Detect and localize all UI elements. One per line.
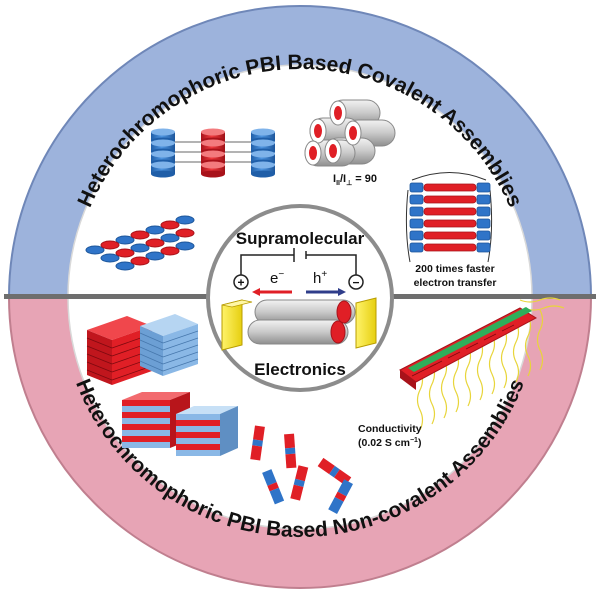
hole-arrow-head xyxy=(338,288,346,296)
alternating-stack-right xyxy=(176,406,238,456)
blue-cylinder-stack-right xyxy=(251,128,275,178)
device-tube-end-front xyxy=(330,320,346,344)
blue-lamellar-block xyxy=(139,314,199,376)
tube-bundle xyxy=(304,99,396,167)
rod-2 xyxy=(284,433,297,469)
conductivity-line1: Conductivity xyxy=(358,423,422,435)
conductivity-superscript: −1 xyxy=(410,437,418,444)
positive-terminal xyxy=(233,274,249,290)
green-stripe xyxy=(408,307,532,372)
yellow-alkyl-chains xyxy=(416,297,565,431)
left-electrode xyxy=(221,299,243,351)
ladder-assembly xyxy=(405,172,493,263)
positive-sign: + xyxy=(237,276,244,290)
rod-4 xyxy=(290,465,309,501)
rod-3 xyxy=(262,469,285,505)
center-title-top: Supramolecular xyxy=(236,229,365,248)
ratio-sub2: ⊥ xyxy=(346,179,352,187)
left-electrode-top xyxy=(221,299,253,308)
tape-ticks xyxy=(411,324,515,377)
scattered-rods xyxy=(250,425,353,515)
ratio-mid: /I xyxy=(340,173,346,185)
rod-1 xyxy=(250,425,265,461)
electron-superscript: − xyxy=(278,269,284,280)
electron-transfer-line1: 200 times faster xyxy=(415,263,494,275)
checkerboard-disk-array xyxy=(85,215,195,271)
ratio-sub1: II xyxy=(336,180,340,187)
conductivity-close: ) xyxy=(418,437,422,449)
tape-assembly xyxy=(399,297,565,431)
negative-sign: − xyxy=(352,276,359,290)
device-tube-end-back xyxy=(336,300,352,324)
circuit-wire xyxy=(240,254,357,282)
ratio-value: = 90 xyxy=(352,173,377,185)
alternating-stacks xyxy=(122,392,238,456)
hole-superscript: + xyxy=(321,269,327,280)
ratio-prefix: I xyxy=(333,173,336,185)
center-title-bottom: Electronics xyxy=(254,360,346,379)
covalent-cylinder-stacks xyxy=(151,128,275,178)
device-tube-front xyxy=(247,319,349,345)
hole-symbol: h xyxy=(313,270,321,287)
electron-arrow-head xyxy=(252,288,260,296)
red-cylinder-stack-middle xyxy=(201,128,225,178)
right-electrode xyxy=(355,297,377,349)
negative-terminal xyxy=(348,274,364,290)
lamellar-blocks xyxy=(86,314,199,385)
rod-6 xyxy=(328,479,353,515)
blue-cylinder-stack-left xyxy=(151,128,175,178)
red-tape-side xyxy=(400,370,416,390)
conductivity-value: (0.02 S cm xyxy=(358,437,410,449)
conductivity-line2: (0.02 S cm−1) xyxy=(358,437,421,449)
center-device: Supramolecular Electronics + − e− h+ xyxy=(206,204,394,392)
electron-symbol: e xyxy=(270,270,278,287)
center-circle xyxy=(206,204,394,392)
dichroic-ratio-label: III/I⊥ = 90 xyxy=(333,173,377,187)
electron-label: e− xyxy=(270,269,284,287)
hole-label: h+ xyxy=(313,269,327,287)
electron-transfer-line2: electron transfer xyxy=(414,277,497,289)
